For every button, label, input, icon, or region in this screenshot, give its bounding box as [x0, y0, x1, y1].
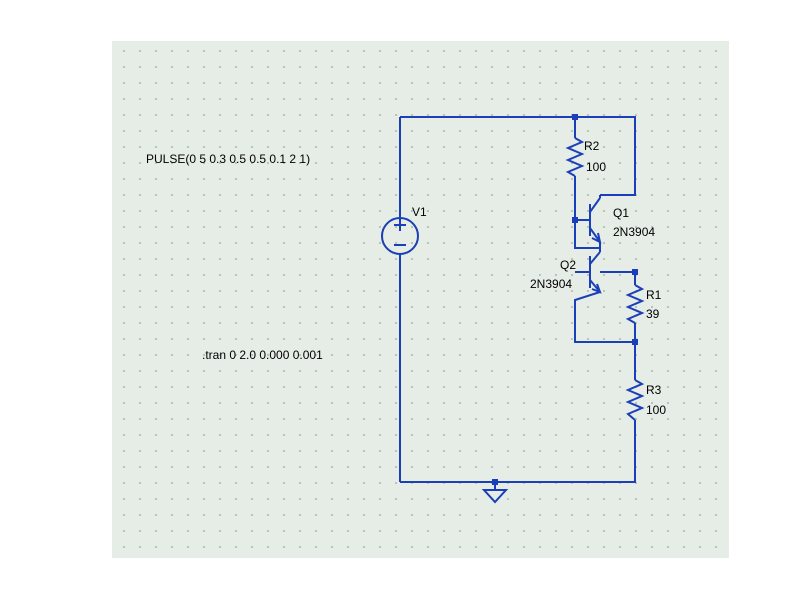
wire-q2-emitter[interactable]: [574, 291, 635, 343]
r2-value: 100: [586, 160, 606, 174]
q1-collector-icon: [589, 197, 601, 213]
q2-model: 2N3904: [530, 277, 572, 291]
transistor-q2[interactable]: [575, 248, 602, 294]
q2-label: Q2: [560, 258, 576, 272]
v1-label: V1: [412, 205, 427, 219]
junction-r1-bottom: [632, 339, 638, 345]
wire-q2-base-link[interactable]: [574, 220, 600, 249]
q1-emitter-arrow-icon: [591, 232, 602, 244]
r3-value: 100: [646, 403, 666, 417]
transistor-q1[interactable]: [589, 195, 602, 248]
r1-symbol-icon: [625, 284, 645, 324]
junction-r1-top: [632, 269, 638, 275]
junction-top: [572, 114, 578, 120]
wires: [399, 116, 636, 483]
q2-emitter-arrow-icon: [591, 283, 602, 294]
r3-symbol-icon: [625, 379, 645, 421]
r3-label: R3: [646, 383, 662, 397]
ground-icon: [481, 489, 509, 504]
labels: PULSE(0 5 0.3 0.5 0.5 0.1 2 1) .tran 0 2…: [146, 139, 666, 417]
resistor-r2[interactable]: [565, 137, 585, 177]
junctions: [492, 114, 638, 485]
q1-emitter-icon: [589, 227, 601, 243]
q1-model: 2N3904: [613, 225, 655, 239]
r2-symbol-icon: [565, 137, 585, 177]
pulse-directive[interactable]: PULSE(0 5 0.3 0.5 0.5 0.1 2 1): [146, 152, 310, 166]
q1-label: Q1: [613, 206, 629, 220]
v1-symbol-icon: [381, 217, 419, 255]
voltage-source-v1[interactable]: [381, 217, 419, 255]
q2-collector-icon: [589, 251, 601, 265]
tran-directive[interactable]: .tran 0 2.0 0.000 0.001: [202, 348, 323, 362]
r1-label: R1: [646, 288, 662, 302]
wire-top[interactable]: [400, 116, 636, 196]
ground[interactable]: [481, 482, 509, 504]
r1-value: 39: [646, 307, 660, 321]
wire-bottom[interactable]: [400, 420, 636, 483]
schematic-canvas[interactable]: [112, 41, 729, 558]
resistor-r1[interactable]: [625, 284, 645, 324]
r2-label: R2: [584, 139, 600, 153]
resistor-r3[interactable]: [625, 379, 645, 421]
junction-base: [572, 217, 578, 223]
